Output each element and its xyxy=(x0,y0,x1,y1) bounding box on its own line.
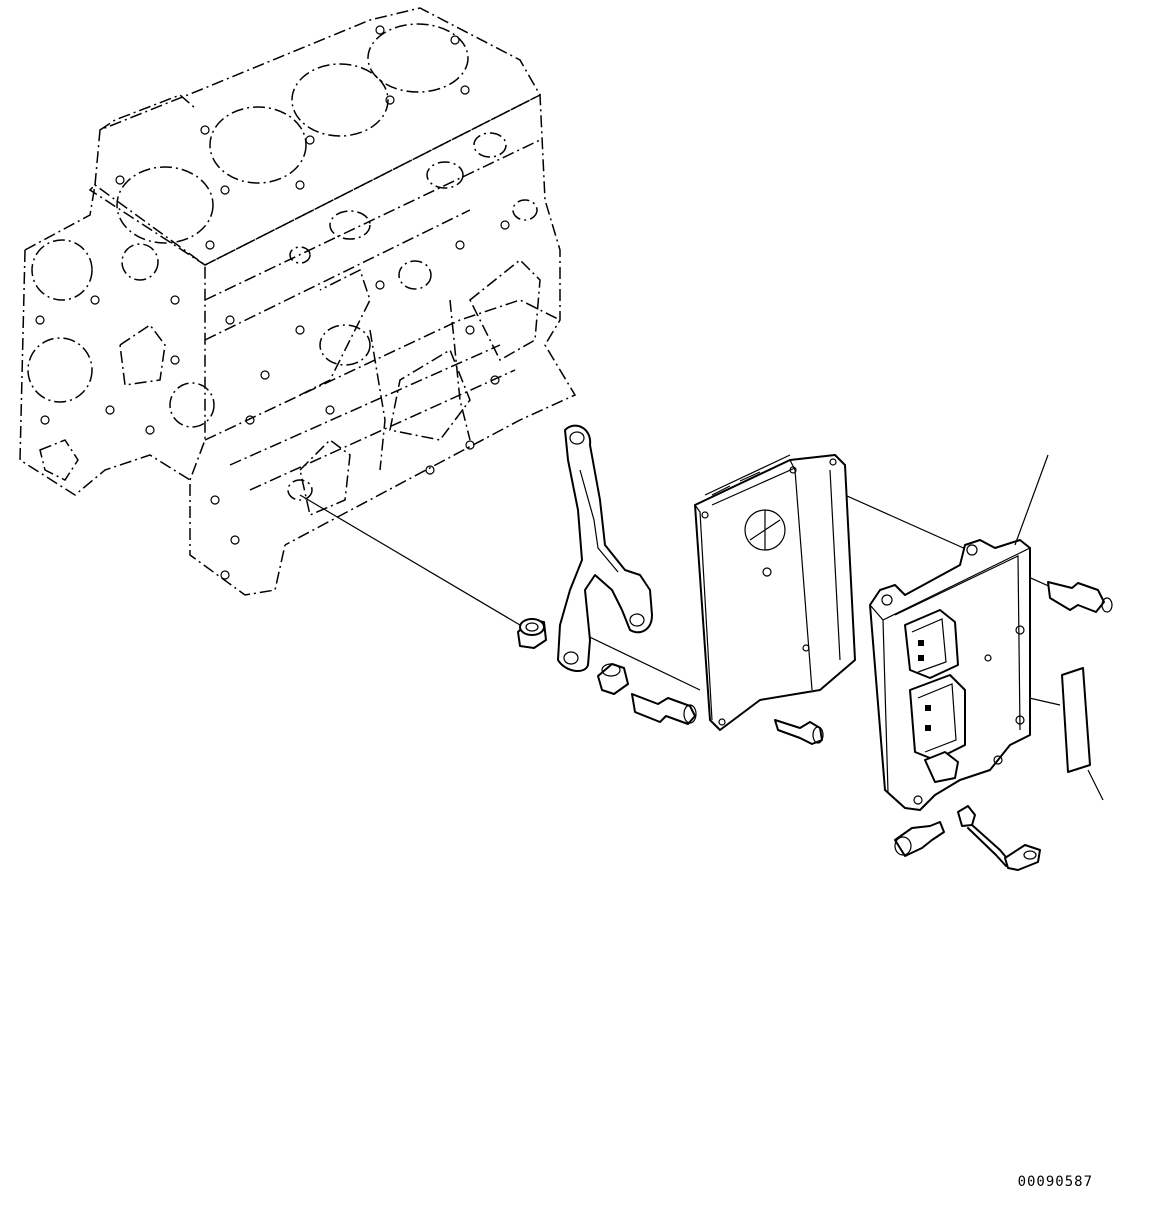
wire-icon xyxy=(957,805,1041,871)
bracket-icon xyxy=(557,424,653,672)
label-icon xyxy=(1061,667,1104,801)
plate-icon xyxy=(694,454,856,745)
bolt-icon xyxy=(1047,581,1113,613)
engine-block-icon xyxy=(19,7,577,596)
drawing-number: 00090587 xyxy=(1017,1174,1093,1190)
controller-icon xyxy=(869,539,1031,811)
bolt-icon xyxy=(894,821,945,857)
bolt-icon xyxy=(597,663,697,725)
collar-icon xyxy=(517,618,547,649)
leader-line xyxy=(1014,454,1049,546)
